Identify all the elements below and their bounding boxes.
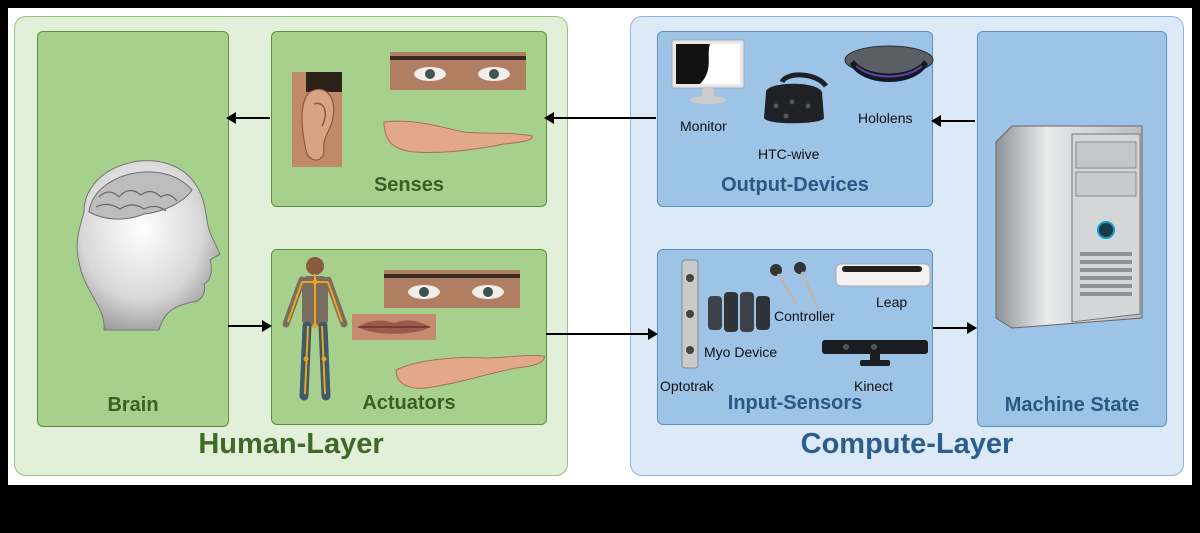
- senses-box: Senses: [271, 31, 547, 207]
- compute-layer-title: Compute-Layer: [800, 428, 1014, 460]
- pc-tower-icon: [995, 125, 1143, 329]
- htc-vive-label: HTC-wive: [758, 146, 820, 162]
- machine-state-to-output-devices-arrow: [931, 115, 975, 127]
- actuators-label: Actuators: [362, 392, 456, 414]
- hololens-icon: [844, 45, 934, 82]
- actuators-to-input-sensors-arrow: [546, 328, 658, 340]
- machine-state-box: Machine State: [977, 31, 1167, 427]
- monitor-icon: [671, 39, 745, 104]
- myo-device-label: Myo Device: [704, 344, 778, 360]
- optotrak-label: Optotrak: [660, 378, 714, 394]
- actuators-box: Actuators: [271, 249, 547, 425]
- senses-label: Senses: [373, 174, 445, 196]
- controller-icon: [770, 262, 820, 309]
- output-devices-box: Monitor HTC-wive Hololens Output-Devices: [657, 31, 934, 207]
- output-devices-to-senses-arrow: [544, 112, 656, 124]
- ear-icon: [292, 72, 342, 167]
- optotrak-icon: [681, 259, 699, 369]
- brain-to-actuators-arrow: [228, 320, 272, 332]
- body-skeleton-icon: [282, 257, 348, 401]
- kinect-icon: [822, 340, 928, 366]
- hand-icon: [395, 354, 545, 389]
- controller-label: Controller: [774, 308, 835, 324]
- brain-box: Brain: [37, 31, 229, 427]
- leap-motion-icon: [835, 263, 931, 287]
- human-layer: Brain Senses: [14, 16, 568, 476]
- architecture-diagram: Brain Senses: [8, 8, 1192, 485]
- hand-icon: [383, 120, 533, 154]
- leap-label: Leap: [876, 294, 908, 310]
- myo-armband-icon: [708, 292, 770, 332]
- input-sensors-label: Input-Sensors: [727, 392, 863, 414]
- brain-label: Brain: [107, 394, 159, 416]
- hololens-label: Hololens: [858, 110, 913, 126]
- human-layer-title: Human-Layer: [198, 428, 384, 460]
- input-sensors-box: Optotrak Myo Device Controller Leap: [657, 249, 933, 425]
- brain-head-icon: [76, 160, 221, 331]
- senses-to-brain-arrow: [226, 112, 270, 124]
- kinect-label: Kinect: [854, 378, 893, 394]
- compute-layer: Monitor HTC-wive Hololens Output-Devices: [630, 16, 1184, 476]
- eyes-icon: [384, 270, 520, 308]
- lips-icon: [352, 314, 436, 340]
- input-sensors-to-machine-state-arrow: [933, 322, 977, 334]
- eyes-icon: [390, 52, 526, 90]
- monitor-label: Monitor: [680, 118, 727, 134]
- machine-state-label: Machine State: [1004, 394, 1140, 416]
- output-devices-label: Output-Devices: [721, 174, 869, 196]
- vr-headset-icon: [764, 72, 829, 124]
